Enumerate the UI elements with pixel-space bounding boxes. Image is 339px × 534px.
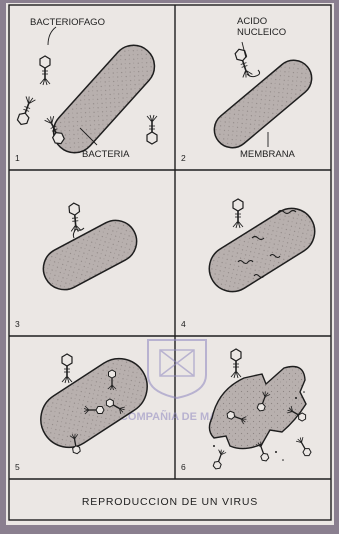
label-bacteria: BACTERIA [82, 149, 130, 160]
panel-number: 4 [181, 319, 186, 329]
panel-number: 1 [15, 153, 20, 163]
panel-number: 3 [15, 319, 20, 329]
panel-number: 5 [15, 462, 20, 472]
label-acido: ACIDO [237, 16, 267, 27]
panel-number: 2 [181, 153, 186, 163]
label-nucleico: NUCLEICO [237, 27, 286, 38]
label-bacteriofago: BACTERIOFAGO [30, 17, 105, 28]
diagram-caption: REPRODUCCION DE UN VIRUS [82, 496, 258, 508]
label-membrana: MEMBRANA [240, 149, 296, 160]
panel-number: 6 [181, 462, 186, 472]
